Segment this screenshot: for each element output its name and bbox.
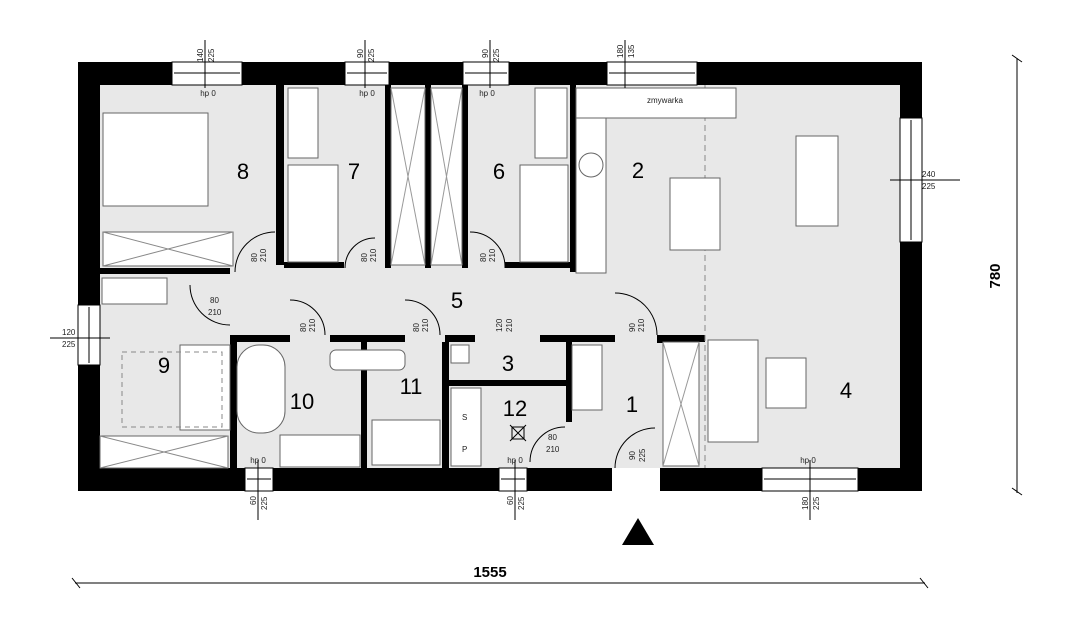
room-10-label: 10 (290, 389, 314, 414)
coffee-table (765, 357, 807, 409)
svg-text:90: 90 (628, 323, 637, 332)
svg-text:225: 225 (638, 448, 647, 462)
total-width-label: 1555 (473, 564, 506, 581)
svg-text:210: 210 (369, 248, 378, 262)
kitchen-island (669, 177, 721, 251)
svg-text:210: 210 (259, 248, 268, 262)
stove-icon (578, 152, 604, 178)
double-bed (102, 112, 209, 207)
room-labels: 1 2 3 4 5 6 7 8 9 10 11 12 (158, 158, 852, 421)
room-11-label: 11 (400, 374, 423, 399)
cabinet-label-p: P (462, 445, 467, 454)
sofa-4 (707, 339, 759, 443)
bed-6 (519, 164, 569, 263)
svg-text:225: 225 (517, 496, 526, 510)
svg-text:80: 80 (250, 253, 259, 262)
svg-text:225: 225 (367, 48, 376, 62)
interior-walls (100, 85, 705, 468)
svg-text:180: 180 (801, 496, 810, 510)
room-12-label: 12 (503, 396, 527, 421)
svg-text:140: 140 (196, 48, 205, 62)
bed-7 (287, 164, 339, 263)
boiler-icon (450, 344, 470, 364)
room-6-label: 6 (493, 159, 505, 184)
svg-text:225: 225 (492, 48, 501, 62)
svg-text:180: 180 (616, 44, 625, 58)
desk-7 (287, 87, 319, 159)
svg-text:90: 90 (481, 49, 490, 58)
room-2-label: 2 (632, 158, 644, 183)
svg-text:210: 210 (488, 248, 497, 262)
svg-text:90: 90 (628, 451, 637, 460)
svg-text:80: 80 (479, 253, 488, 262)
dining-table (795, 135, 839, 227)
window-dimensions (50, 40, 960, 520)
svg-text:80: 80 (210, 296, 219, 305)
svg-text:80: 80 (412, 323, 421, 332)
svg-text:225: 225 (207, 48, 216, 62)
dishwasher-label: zmywarka (647, 96, 684, 105)
radiator (329, 349, 406, 371)
hall-cabinet (571, 344, 603, 411)
kitchen-counter-top (575, 87, 737, 119)
svg-text:80: 80 (299, 323, 308, 332)
svg-text:hp 0: hp 0 (479, 89, 495, 98)
room-5-label: 5 (451, 288, 463, 313)
utility-cabinets (450, 387, 482, 467)
bathtub-icon (236, 344, 286, 434)
svg-text:210: 210 (208, 308, 222, 317)
svg-text:80: 80 (548, 433, 557, 442)
overall-dimension-lines (71, 54, 1023, 589)
svg-text:hp 0: hp 0 (800, 456, 816, 465)
svg-text:135: 135 (627, 44, 636, 58)
svg-text:210: 210 (421, 318, 430, 332)
svg-text:120: 120 (62, 328, 76, 337)
svg-text:80: 80 (360, 253, 369, 262)
svg-text:60: 60 (249, 496, 258, 505)
room-3-label: 3 (502, 351, 514, 376)
svg-text:225: 225 (260, 496, 269, 510)
svg-text:60: 60 (506, 496, 515, 505)
svg-text:210: 210 (546, 445, 560, 454)
windows (77, 61, 923, 492)
bath-cabinet (279, 434, 361, 468)
svg-text:120: 120 (495, 318, 504, 332)
cabinet-label-s: S (462, 413, 467, 422)
shower-tray (371, 419, 441, 466)
entrance-arrow-icon (622, 518, 654, 545)
door-swings (189, 231, 658, 469)
svg-text:225: 225 (922, 182, 936, 191)
room-9-label: 9 (158, 353, 170, 378)
svg-text:225: 225 (812, 496, 821, 510)
kitchen-counter-side (575, 117, 607, 274)
svg-text:210: 210 (505, 318, 514, 332)
room-7-label: 7 (348, 159, 360, 184)
svg-text:90: 90 (356, 49, 365, 58)
door-dimension-texts: 80 210 80 210 80 210 80 210 80 210 80 21… (208, 248, 647, 462)
svg-text:225: 225 (62, 340, 76, 349)
room-8-label: 8 (237, 159, 249, 184)
room-4-label: 4 (840, 378, 852, 403)
svg-text:hp 0: hp 0 (200, 89, 216, 98)
desk-9 (101, 277, 168, 305)
svg-text:240: 240 (922, 170, 936, 179)
floor-drain-icon (509, 424, 527, 442)
svg-text:hp 0: hp 0 (359, 89, 375, 98)
desk-6 (534, 87, 568, 159)
total-depth-label: 780 (987, 263, 1004, 288)
furniture (99, 87, 839, 469)
svg-text:210: 210 (637, 318, 646, 332)
svg-text:210: 210 (308, 318, 317, 332)
window-dimension-texts: 140 225 90 225 90 225 180 135 60 225 60 … (62, 44, 936, 510)
room-1-label: 1 (626, 392, 638, 417)
